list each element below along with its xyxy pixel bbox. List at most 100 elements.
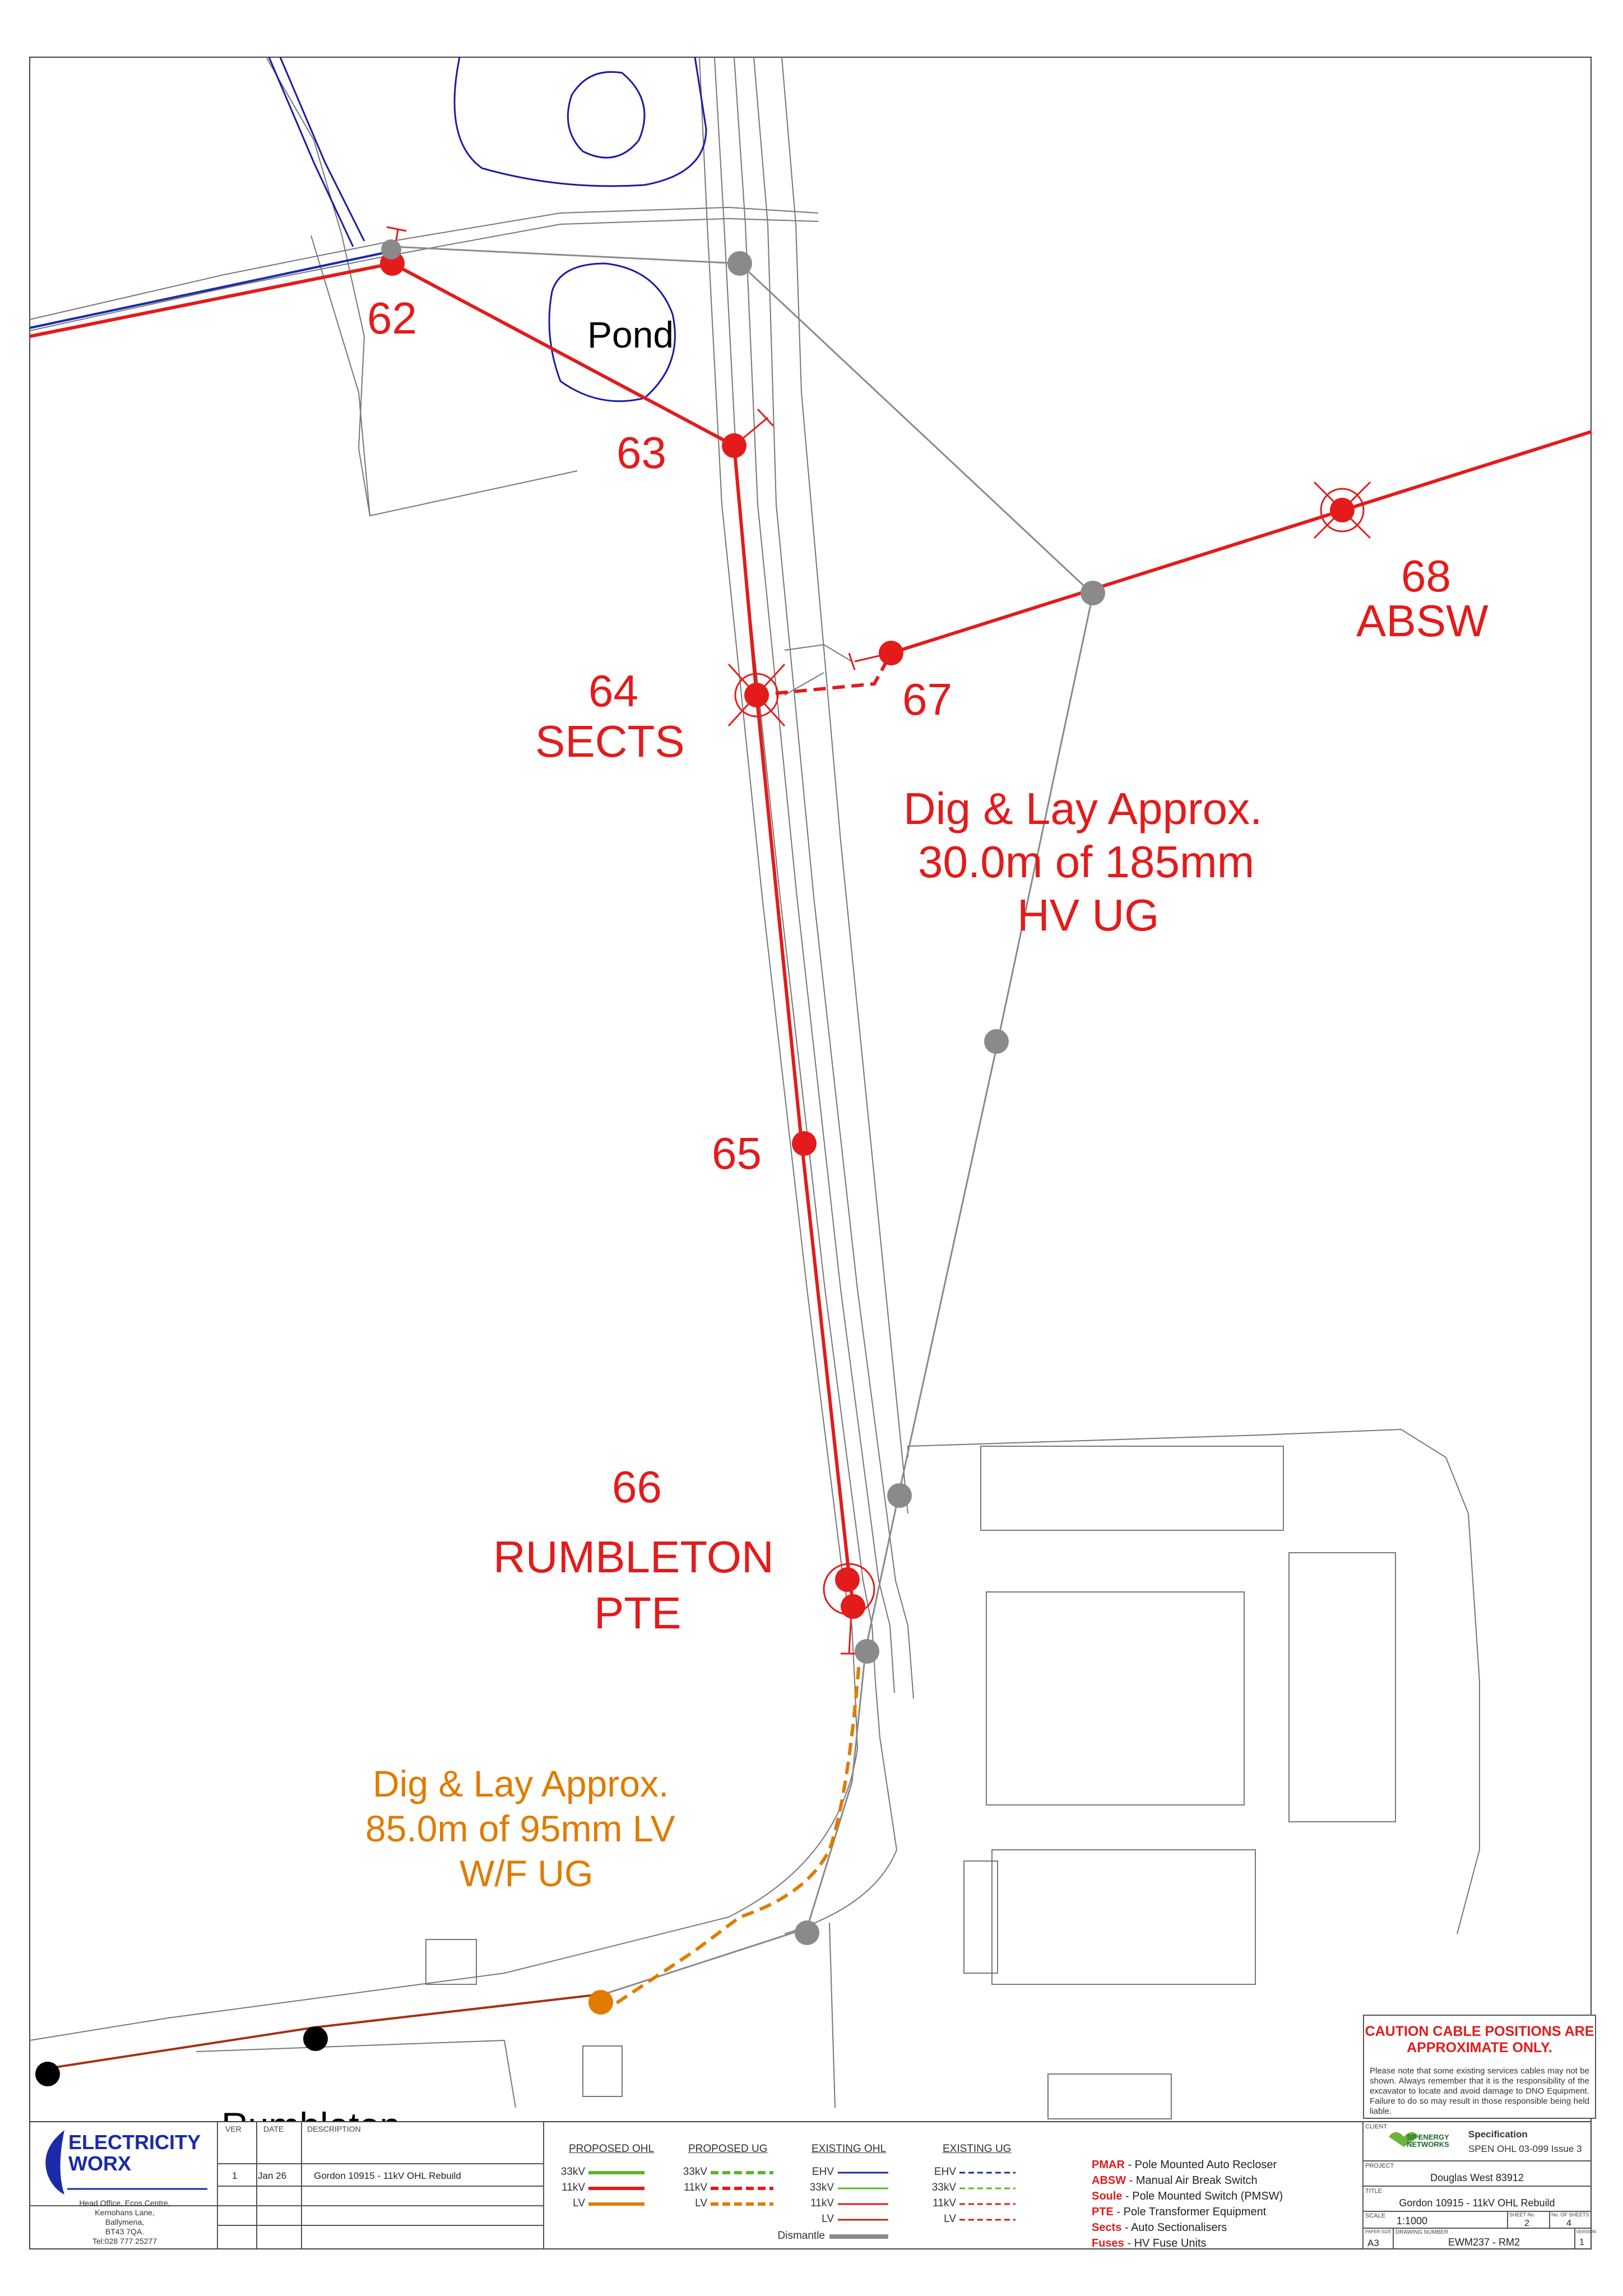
legend-label: 11kV	[810, 2197, 834, 2209]
project-value: Douglas West 83912	[1430, 2172, 1524, 2183]
abbr-desc: - Pole Mounted Switch (PMSW)	[1125, 2190, 1283, 2202]
pole-67-label: 67	[902, 674, 952, 724]
client-name: SP ENERGY NETWORKS	[1407, 2133, 1449, 2149]
no-sheets-label: No. OF SHEETS	[1551, 2212, 1589, 2218]
company-name: ELECTRICITY WORX	[68, 2132, 201, 2174]
drawing-number-label: DRAWING NUMBER	[1395, 2229, 1449, 2235]
electricity-worx-logo-icon	[45, 2130, 64, 2195]
abbr-desc: - Auto Sectionalisers	[1124, 2221, 1227, 2234]
legend-proposed-ohl-title: PROPOSED OHL	[569, 2143, 655, 2155]
stay-markers	[386, 226, 1371, 1655]
existing-ohl-grey	[392, 246, 1094, 1997]
pole-62-label: 62	[367, 293, 417, 343]
hv-note-line1: Dig & Lay Approx.	[903, 784, 1262, 834]
lv-pole-orange	[588, 1990, 613, 2015]
drawing-number-value: EWM237 - RM2	[1448, 2237, 1520, 2248]
legend-label: LV	[944, 2213, 956, 2225]
title-value: Gordon 10915 - 11kV OHL Rebuild	[1399, 2197, 1555, 2209]
abbr-key: PMAR	[1092, 2159, 1125, 2171]
company-name-2: WORX	[68, 2152, 131, 2175]
paper-size-label: PAPER SIZE	[1365, 2229, 1392, 2234]
hv-note-line2: 30.0m of 185mm	[918, 837, 1254, 887]
rev-desc-header: DESCRIPTION	[307, 2124, 361, 2133]
rev-ver: 1	[232, 2170, 238, 2181]
spec-value: SPEN OHL 03-099 Issue 3	[1468, 2144, 1582, 2154]
scale-value: 1:1000	[1397, 2215, 1428, 2226]
water-features	[268, 57, 707, 402]
abbr-key: Sects	[1092, 2221, 1122, 2234]
legend-swatches	[588, 2171, 1015, 2239]
hv-note-line3: HV UG	[1017, 890, 1159, 940]
company-name-1: ELECTRICITY	[68, 2131, 201, 2154]
pole-63	[722, 433, 746, 458]
caution-title-2: APPROXIMATE ONLY.	[1407, 2040, 1552, 2056]
caution-box: CAUTION CABLE POSITIONS ARE APPROXIMATE …	[1363, 2015, 1596, 2119]
existing-pole	[855, 1639, 879, 1664]
scale-label: SCALE	[1365, 2212, 1386, 2219]
legend-existing-ug-title: EXISTING UG	[943, 2143, 1012, 2155]
abbr-key: Fuses	[1092, 2237, 1124, 2249]
lv-note-line3: W/F UG	[460, 1853, 593, 1894]
rev-desc: Gordon 10915 - 11kV OHL Rebuild	[314, 2170, 461, 2181]
client-label: CLIENT	[1365, 2123, 1388, 2130]
abbr-desc: - HV Fuse Units	[1127, 2237, 1207, 2249]
project-label: PROJECT	[1365, 2163, 1394, 2169]
legend-label: Dismantle	[777, 2230, 825, 2242]
abbr-desc: - Manual Air Break Switch	[1129, 2174, 1258, 2187]
proposed-11kv-ohl	[29, 261, 1592, 1604]
existing-ehv-line	[29, 251, 387, 329]
legend-label: LV	[822, 2213, 834, 2225]
abbreviations-list: PMAR - Pole Mounted Auto Recloser ABSW -…	[1092, 2157, 1283, 2251]
legend-label: EHV	[934, 2166, 956, 2178]
rev-date: Jan 26	[258, 2170, 287, 2181]
legend-existing-ohl-title: EXISTING OHL	[812, 2143, 887, 2155]
abbr-key: PTE	[1092, 2206, 1114, 2218]
title-block-frame	[29, 2121, 1592, 2249]
existing-pole	[887, 1483, 912, 1508]
legend-label: 11kV	[684, 2182, 707, 2193]
abbr-desc: - Pole Transformer Equipment	[1116, 2206, 1267, 2218]
existing-pole	[795, 1920, 819, 1945]
legend-label: LV	[695, 2197, 707, 2209]
caution-body: Please note that some existing services …	[1370, 2066, 1589, 2116]
base-map-lines	[29, 57, 1480, 2119]
pond-label: Pond	[587, 314, 674, 355]
pole-64	[744, 683, 769, 707]
sp-energy-logo-icon	[1389, 2132, 1419, 2147]
legend-proposed-ug-title: PROPOSED UG	[688, 2143, 768, 2155]
pole-63-label: 63	[616, 428, 666, 478]
pole-66-label: 66	[612, 1462, 662, 1512]
existing-pole	[381, 239, 401, 260]
rev-date-header: DATE	[263, 2124, 284, 2133]
lv-pole-black	[35, 2062, 60, 2086]
sheet-no: 2	[1524, 2219, 1529, 2228]
legend-label: 33kV	[809, 2182, 834, 2193]
pole-68-label: 68	[1401, 551, 1451, 601]
pole-64-label: 64	[588, 666, 638, 716]
lv-note-line1: Dig & Lay Approx.	[373, 1763, 669, 1804]
pole-65	[792, 1131, 817, 1156]
legend-label: LV	[573, 2197, 585, 2209]
pole-64-sub: SECTS	[535, 716, 685, 766]
legend-label: 33kV	[560, 2166, 585, 2178]
lv-note-line2: 85.0m of 95mm LV	[365, 1808, 675, 1849]
version-value: 1	[1579, 2238, 1584, 2247]
company-address: Head Office, Ecos Centre, Kernohans Lane…	[79, 2198, 170, 2246]
no-sheets: 4	[1566, 2219, 1571, 2228]
pole-66-sub2: PTE	[594, 1588, 681, 1638]
sheet-no-label: SHEET No.	[1509, 2212, 1536, 2218]
spec-label: Specification	[1468, 2129, 1528, 2140]
title-label: TITLE	[1365, 2188, 1382, 2195]
legend-label: 11kV	[562, 2182, 585, 2193]
existing-pole	[727, 251, 752, 276]
legend-label: 33kV	[931, 2182, 956, 2193]
abbr-key: ABSW	[1092, 2174, 1126, 2187]
existing-pole	[1081, 581, 1105, 605]
pole-65-label: 65	[712, 1128, 762, 1178]
legend-label: 11kV	[933, 2197, 956, 2209]
pole-66a	[835, 1567, 860, 1592]
rev-ver-header: VER	[225, 2124, 242, 2133]
pole-66b	[841, 1594, 865, 1619]
pole-68	[1330, 498, 1355, 522]
